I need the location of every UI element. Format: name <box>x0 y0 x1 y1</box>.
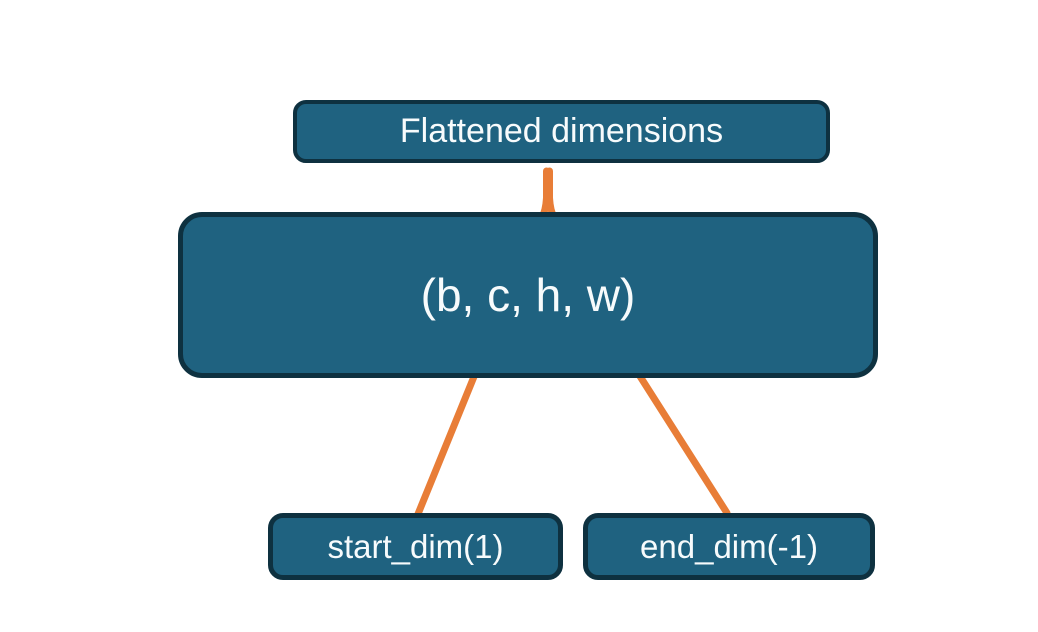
flattened-dimensions-box: Flattened dimensions <box>293 100 830 163</box>
end-dim-box: end_dim(-1) <box>583 513 875 580</box>
flattened-dimensions-label: Flattened dimensions <box>399 112 724 150</box>
tensor-shape-label: (b, c, h, w) <box>420 269 636 321</box>
tensor-shape-box: (b, c, h, w) <box>178 212 878 378</box>
start-dim-box: start_dim(1) <box>268 513 563 580</box>
end-dim-label: end_dim(-1) <box>640 527 818 565</box>
start-dim-label: start_dim(1) <box>327 527 504 565</box>
